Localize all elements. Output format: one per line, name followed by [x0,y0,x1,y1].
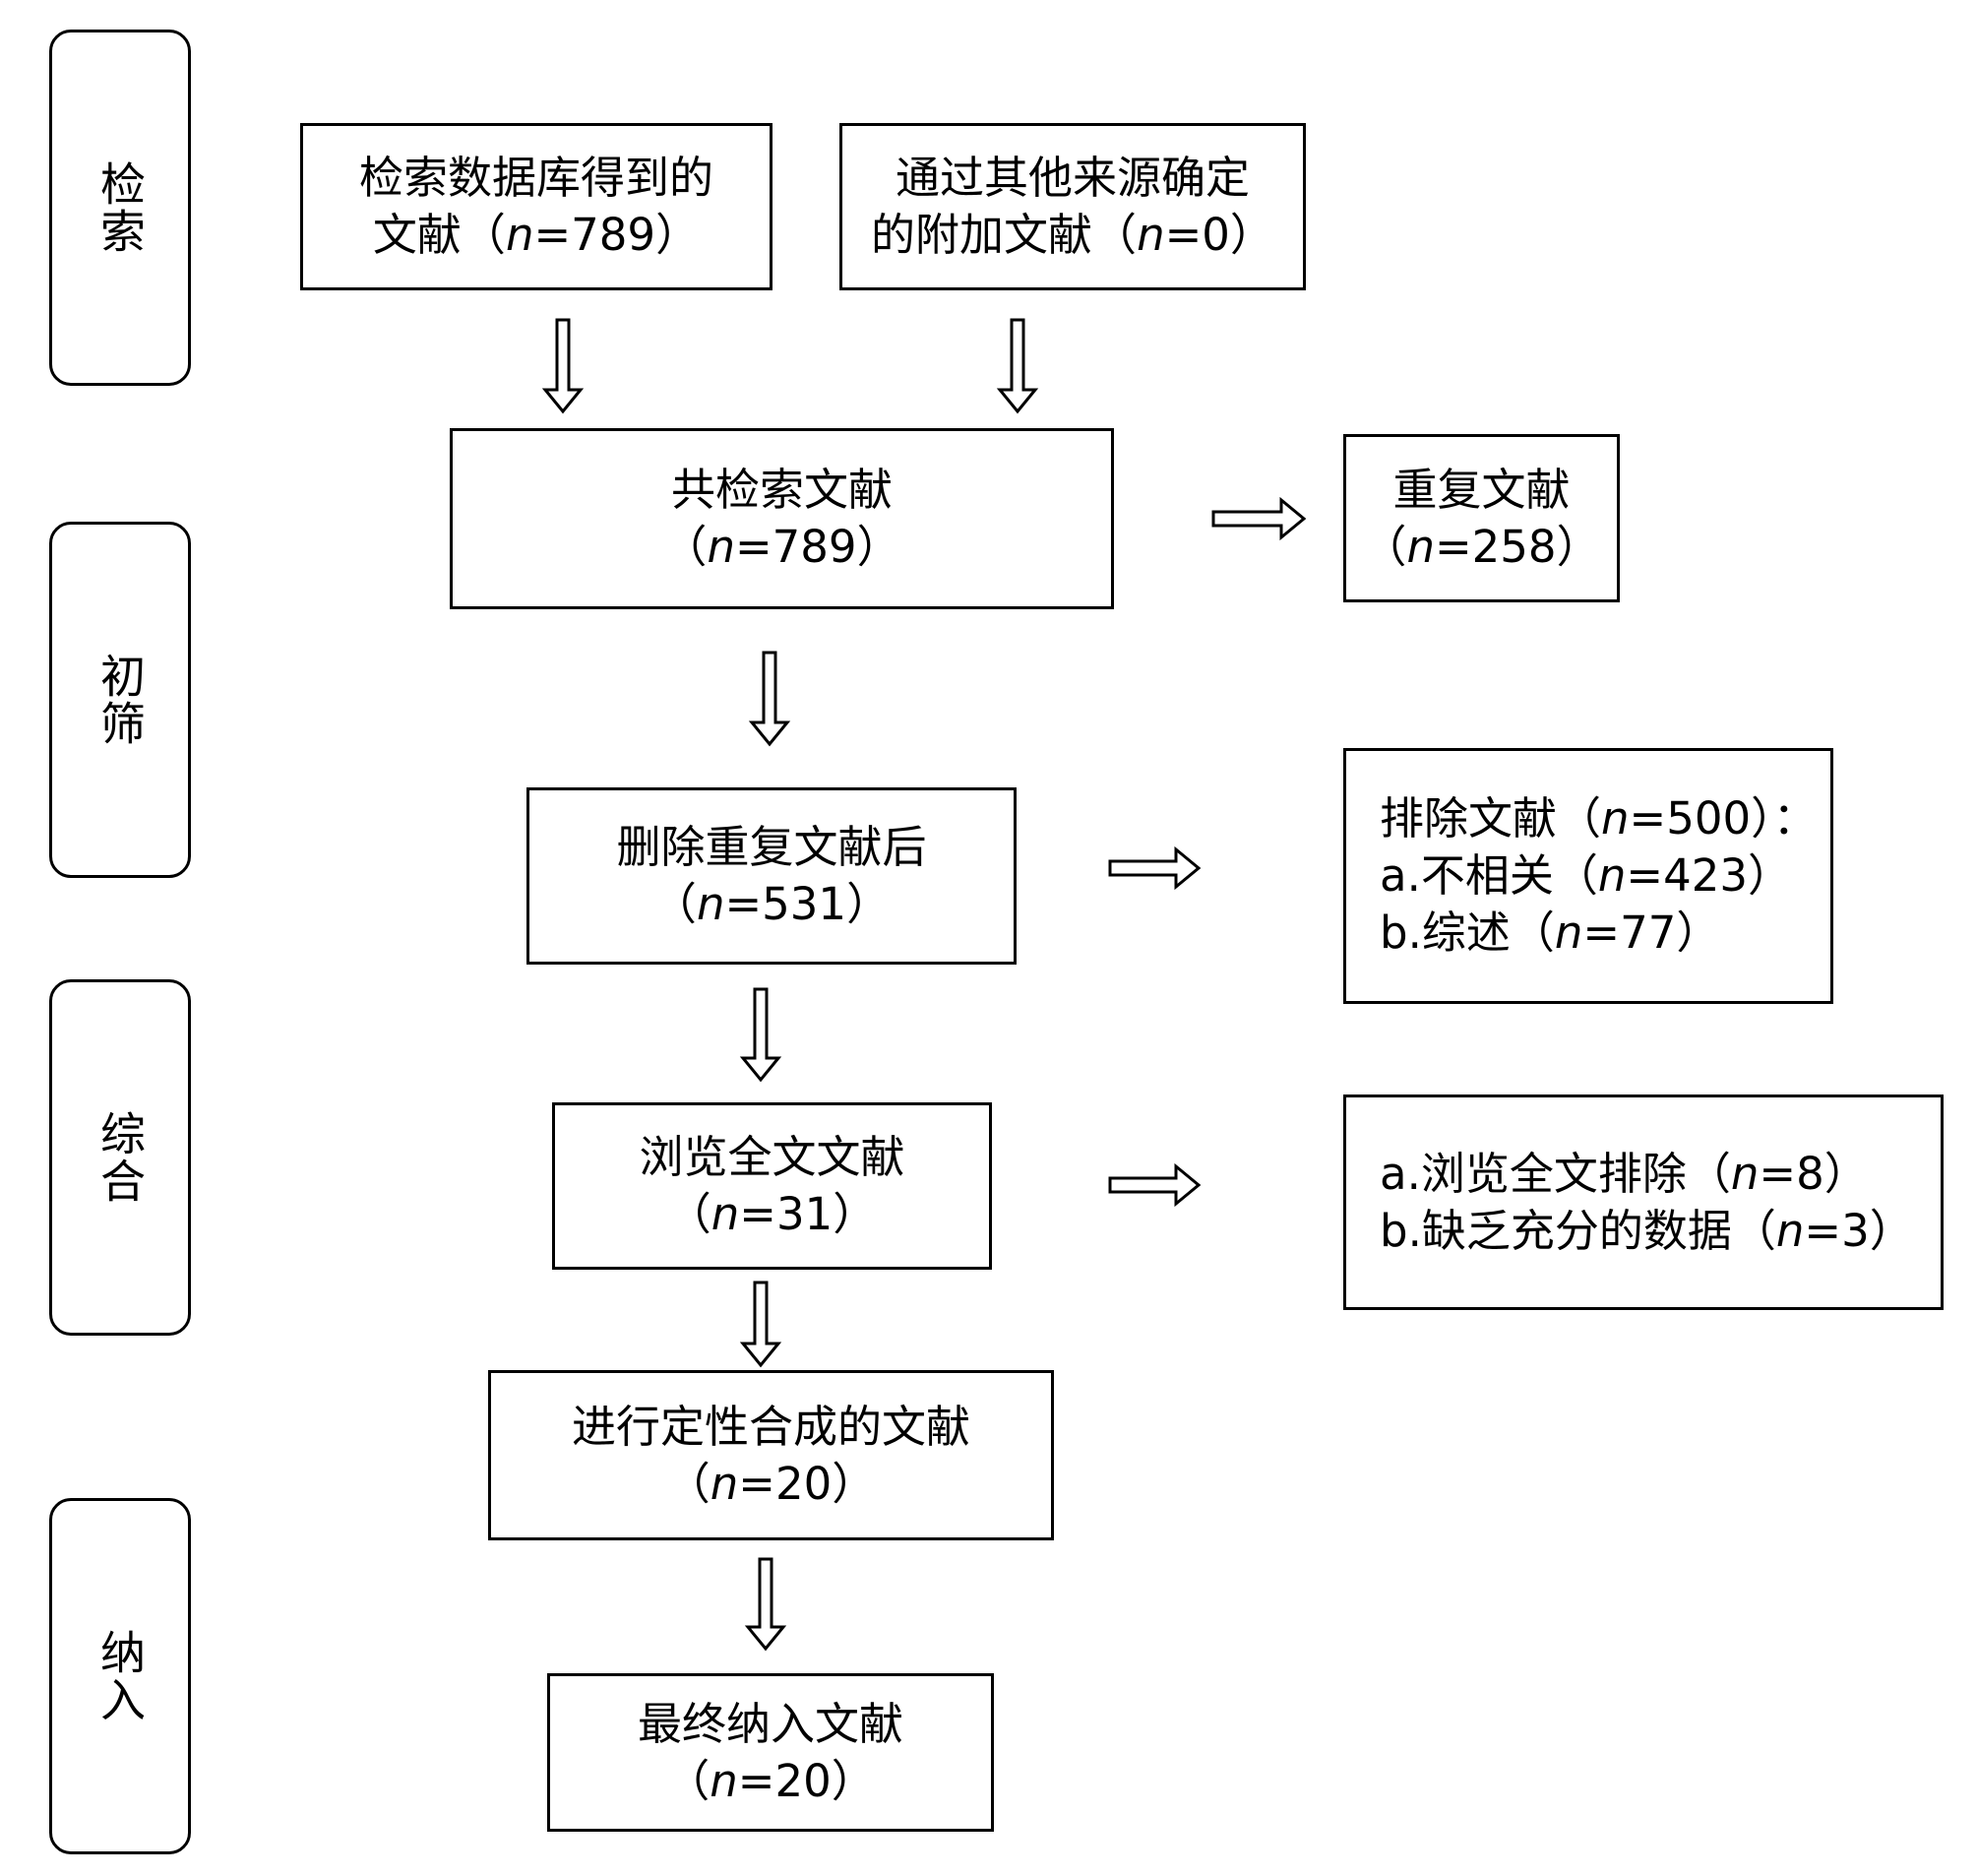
stage-synthesis: 综合 [49,979,191,1336]
total-records-line2: （n=789） [662,521,901,573]
full-text-excluded-line1: a.浏览全文排除（n=8） [1380,1147,1869,1200]
arrow-down-db-to-total [541,318,585,414]
arrow-right-total-to-duplicates [1211,496,1307,541]
final-included-line2: （n=20） [665,1754,876,1807]
stage-screen: 初筛 [49,522,191,878]
database-records-line1: 检索数据库得到的 [358,152,713,204]
arrow-down-qualitative-to-final [744,1557,787,1652]
qualitative-synthesis-box: 进行定性合成的文献 （n=20） [488,1370,1054,1540]
excluded-line1: 排除文献（n=500）： [1380,792,1818,844]
arrow-down-fulltext-to-qualitative [739,1281,782,1368]
deduplicated-box: 删除重复文献后 （n=531） [526,787,1017,965]
stage-search: 检索 [49,30,191,386]
full-text-line2: （n=31） [666,1188,878,1240]
deduplicated-line2: （n=531） [651,878,892,930]
stage-include: 纳入 [49,1498,191,1854]
full-text-box: 浏览全文文献 （n=31） [552,1102,992,1270]
full-text-excluded-box: a.浏览全文排除（n=8） b.缺乏充分的数据（n=3） [1343,1094,1944,1310]
stage-search-label: 检索 [93,160,147,255]
other-sources-box: 通过其他来源确定 的附加文献（n=0） [839,123,1306,290]
full-text-excluded-line2: b.缺乏充分的数据（n=3） [1380,1204,1914,1257]
stage-screen-label: 初筛 [93,653,147,747]
other-sources-line2: 的附加文献（n=0） [871,209,1274,261]
duplicates-box: 重复文献 （n=258） [1343,434,1620,602]
full-text-line1: 浏览全文文献 [639,1131,905,1183]
qualitative-synthesis-line2: （n=20） [665,1457,877,1510]
final-included-line1: 最终纳入文献 [637,1697,903,1750]
duplicates-line2: （n=258） [1362,520,1601,573]
arrow-down-dedup-to-fulltext [739,987,782,1083]
final-included-box: 最终纳入文献 （n=20） [547,1673,994,1832]
database-records-box: 检索数据库得到的 文献（n=789） [300,123,772,290]
database-records-line2: 文献（n=789） [372,209,701,261]
excluded-records-box: 排除文献（n=500）： a.不相关（n=423） b.综述（n=77） [1343,748,1833,1004]
deduplicated-line1: 删除重复文献后 [616,821,927,873]
excluded-line3: b.综述（n=77） [1380,907,1721,959]
duplicates-line1: 重复文献 [1392,463,1571,516]
total-records-line1: 共检索文献 [670,464,893,516]
stage-include-label: 纳入 [93,1629,147,1723]
arrow-down-other-to-total [996,318,1039,414]
other-sources-line1: 通过其他来源确定 [895,152,1250,204]
qualitative-synthesis-line1: 进行定性合成的文献 [571,1400,970,1453]
total-records-box: 共检索文献 （n=789） [450,428,1114,609]
excluded-line2: a.不相关（n=423） [1380,849,1793,902]
arrow-down-total-to-dedup [748,651,791,747]
stage-synthesis-label: 综合 [93,1110,147,1205]
arrow-right-fulltext-to-excluded [1108,1162,1202,1208]
arrow-right-dedup-to-excluded [1108,845,1202,891]
